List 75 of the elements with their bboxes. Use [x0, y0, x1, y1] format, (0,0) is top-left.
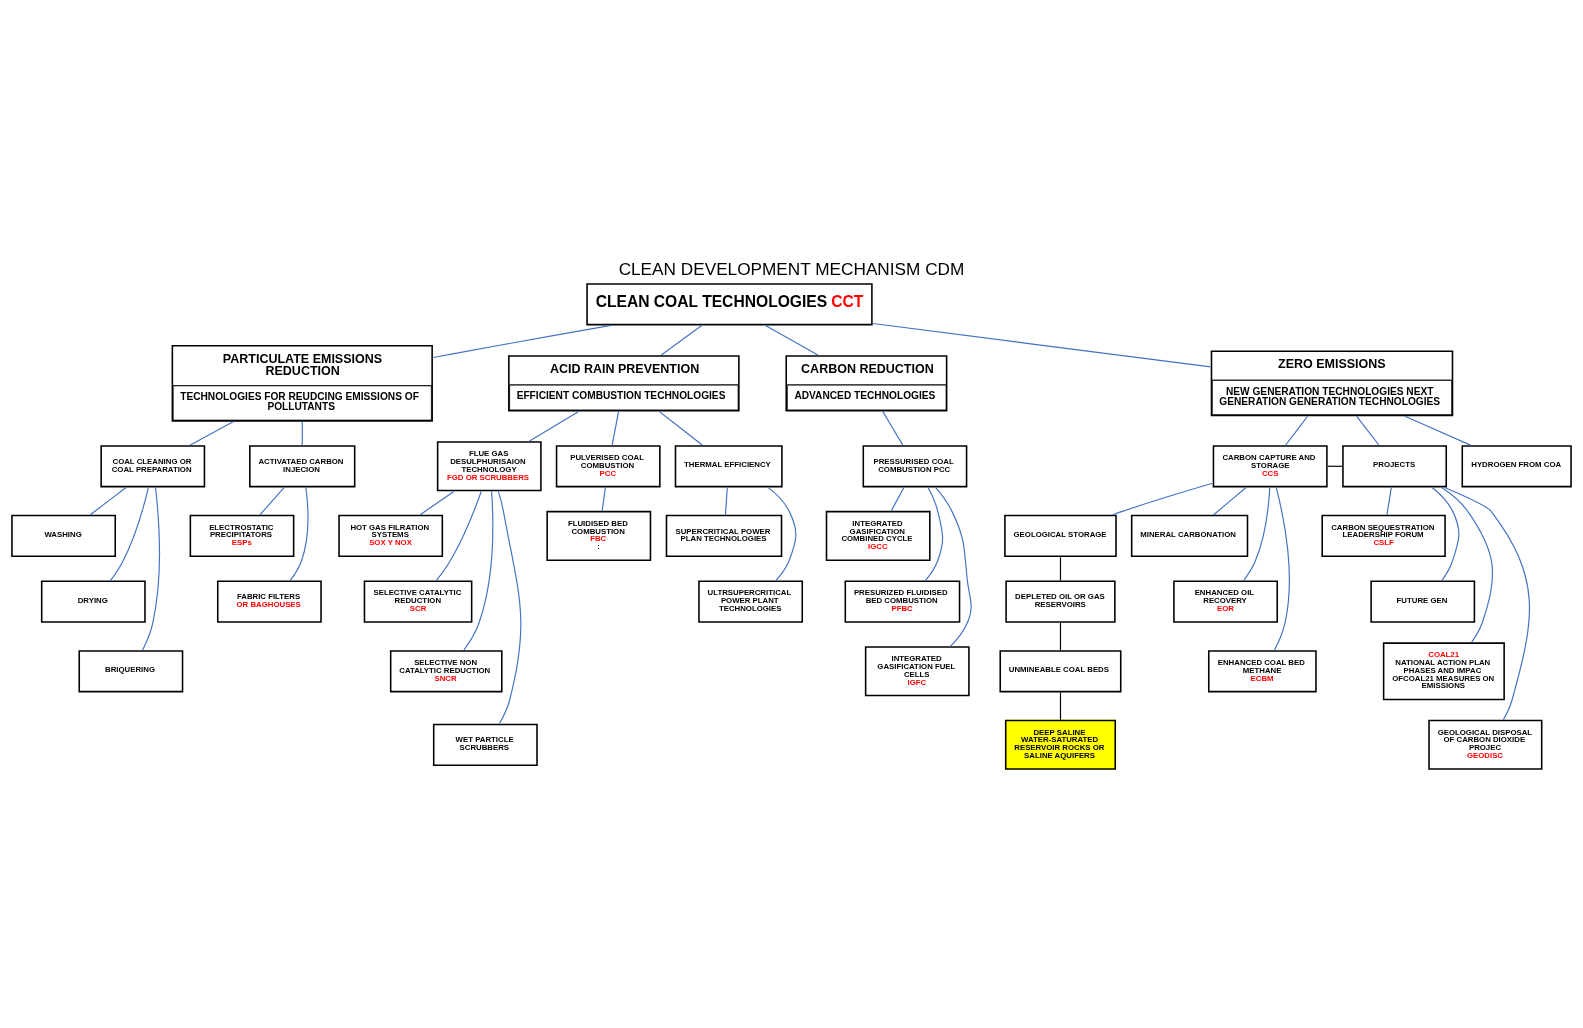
connector [1440, 486, 1494, 643]
connector [1059, 691, 1062, 721]
node-box: GEOLOGICAL STORAGE [1004, 514, 1117, 558]
node-box: SELECTIVE NON CATALYTIC REDUCTION SNCR [389, 650, 503, 693]
connector [289, 486, 309, 581]
connector [259, 486, 285, 516]
node-box: INTEGRATED GASIFICATION FUEL CELLS IGFC [864, 646, 970, 697]
connector [435, 490, 482, 581]
connector [89, 486, 127, 516]
connector [432, 324, 612, 359]
connector [497, 490, 522, 725]
node-box: CARBON CAPTURE AND STORAGE CCS [1212, 445, 1328, 488]
connector [890, 486, 905, 512]
node-box: SUPERCRITICAL POWER PLAN TECHNOLOGIES [665, 514, 783, 558]
connector [189, 421, 234, 446]
node-box: COAL CLEANING OR COAL PREPARATION [100, 445, 206, 488]
node-box: CARBON SEQUESTRATION LEADERSHIP FORUM CSLF [1321, 514, 1446, 558]
connector [660, 324, 703, 356]
connector [1404, 415, 1472, 446]
node-box: DRYING [40, 580, 146, 623]
node-box: PULVERISED COAL COMBUSTION PCC [555, 445, 661, 488]
node-box: ELECTROSTATIC PRECIPITATORS ESPs [189, 514, 295, 558]
connector [924, 486, 944, 581]
connector [882, 411, 904, 446]
node-box: WET PARTICLE SCRUBBERS [432, 723, 538, 766]
connector [110, 487, 149, 581]
node-box: BRIQUERING [78, 650, 184, 693]
node-box: FLUIDISED BED COMBUSTION FBC : [546, 510, 652, 561]
node-box: GEOLOGICAL DISPOSAL OF CARBON DIOXIDE PROJEC GEODISC [1428, 719, 1543, 770]
connector [1285, 415, 1309, 446]
connector [419, 490, 455, 516]
connector [142, 486, 160, 651]
connector [529, 411, 579, 442]
connector [601, 486, 606, 512]
node-box: PROJECTS [1342, 445, 1447, 488]
node-box: ENHANCED OIL RECOVERY EOR [1173, 580, 1278, 623]
connector [767, 486, 797, 581]
connector [1243, 487, 1271, 582]
connector [301, 421, 303, 446]
connector [463, 490, 494, 651]
connector [1386, 486, 1392, 516]
connector [1213, 486, 1247, 516]
connector [1444, 486, 1530, 721]
connector [658, 411, 703, 446]
node-box: INTEGRATED GASIFICATION COMBINED CYCLE IGCC [825, 510, 931, 561]
connector [872, 322, 1212, 368]
connector [1356, 415, 1380, 446]
node-box: PRESSURISED COAL COMBUSTION PCC [862, 445, 968, 488]
connector [764, 324, 819, 356]
connector [1273, 486, 1290, 651]
node-box: ENHANCED COAL BED METHANE ECBM [1208, 650, 1317, 693]
node-box: HYDROGEN FROM COA [1461, 445, 1572, 488]
node-box: FUTURE GEN [1370, 580, 1476, 623]
node-box: MINERAL CARBONATION [1130, 514, 1249, 558]
node-box: FLUE GAS DESULPHURISAION TECHNOLOGY FGD OR SCRUBBERS [436, 441, 542, 492]
connector [1059, 556, 1062, 582]
node-box: CLEAN COAL TECHNOLOGIES CCT [586, 283, 873, 326]
node-box: FABRIC FILTERS OR BAGHOUSES [216, 580, 322, 623]
node-box: WASHING [11, 514, 116, 558]
connector [1431, 486, 1460, 581]
connector [934, 486, 972, 647]
node-box: THERMAL EFFICIENCY [674, 445, 783, 488]
node-box: UNMINEABLE COAL BEDS [999, 650, 1122, 693]
connector [611, 411, 620, 446]
diagram-title: CLEAN DEVELOPMENT MECHANISM CDM [618, 259, 965, 280]
node-box: PRESURIZED FLUIDISED BED COMBUSTION PFBC [844, 580, 961, 623]
node-box: SELECTIVE CATALYTIC REDUCTION SCR [363, 580, 473, 623]
node-box: COAL21 NATIONAL ACTION PLAN PHASES AND IMPAC OFCOAL21 MEASURES ON EMISSIONS [1382, 642, 1505, 701]
connector [1112, 482, 1214, 516]
node-box: HOT GAS FILRATION SYSTEMS SOX Y NOX [338, 514, 444, 558]
node-box: ULTRSUPERCRITICAL POWER PLANT TECHNOLOGIES [698, 580, 804, 623]
node-box: DEPLETED OIL OR GAS RESERVOIRS [1005, 580, 1116, 623]
connector [724, 486, 728, 516]
node-box: ACTIVATAED CARBON INJECION [249, 445, 356, 488]
connector [1059, 622, 1062, 651]
